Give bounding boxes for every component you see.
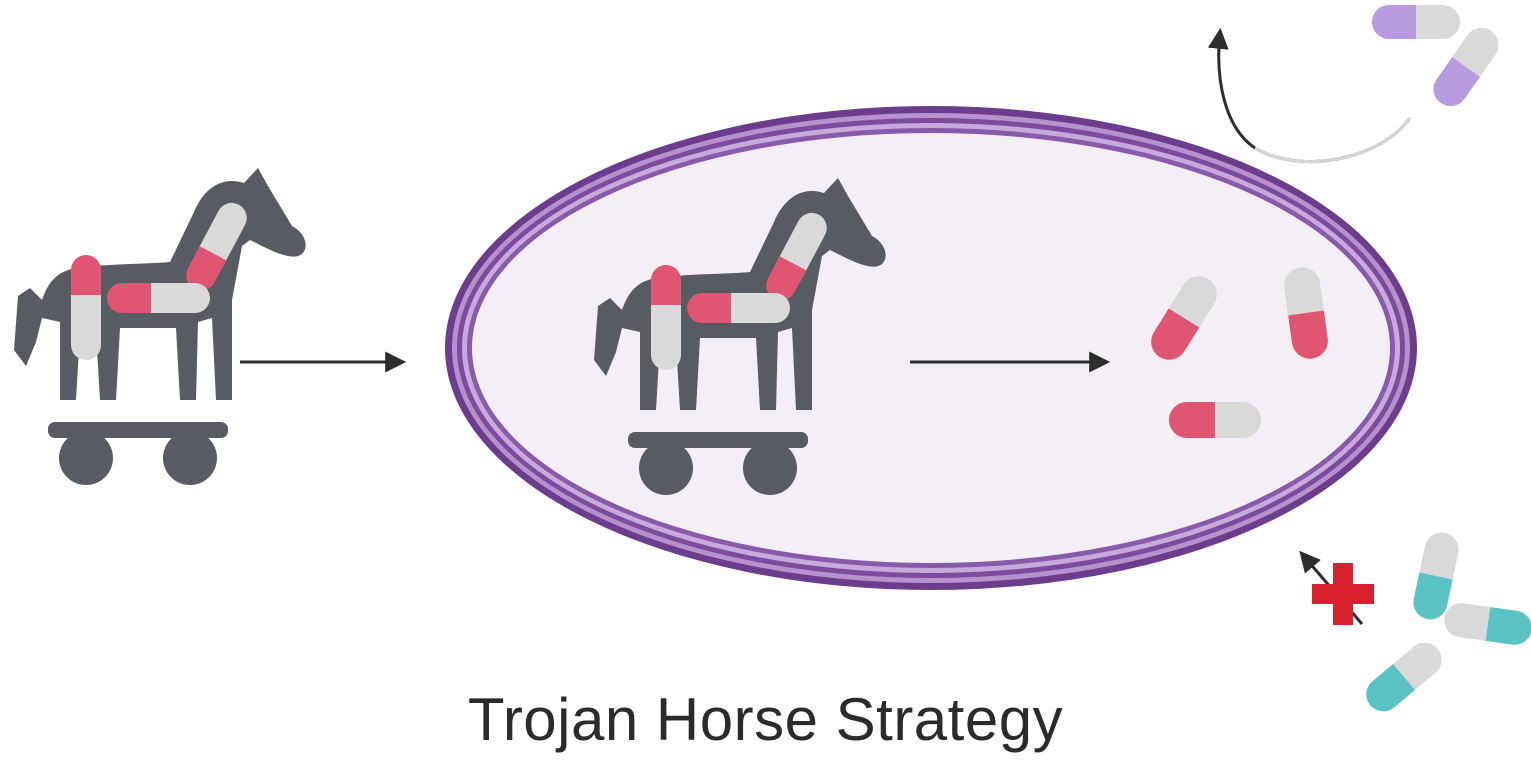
capsule-icon	[1372, 5, 1460, 39]
bacterial-cell	[445, 106, 1417, 590]
capsule-icon	[1169, 402, 1261, 438]
capsule-icon	[1442, 601, 1531, 647]
trojan-horse-icon	[14, 168, 306, 485]
diagram-caption: Trojan Horse Strategy	[0, 690, 1531, 750]
red-cross-icon	[1312, 563, 1374, 625]
